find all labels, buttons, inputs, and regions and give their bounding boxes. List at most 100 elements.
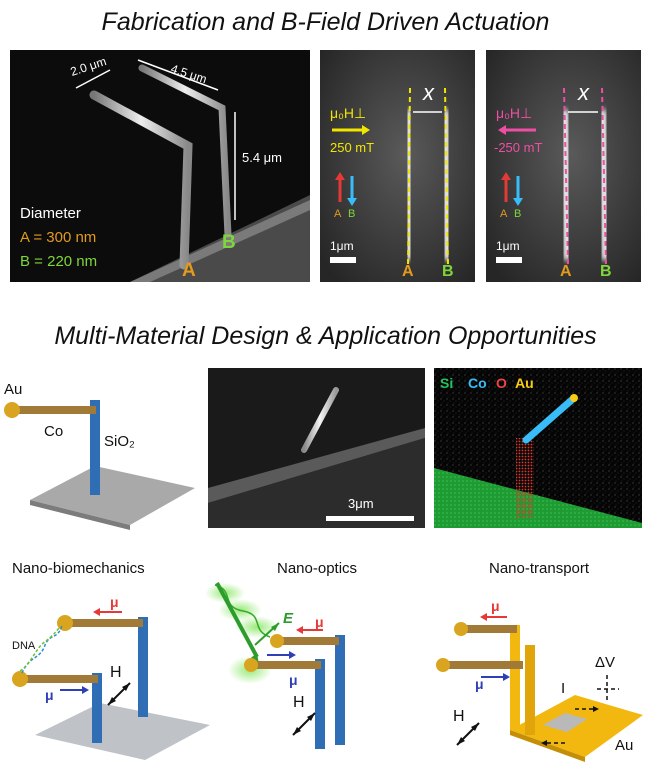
scale-label: 1μm: [330, 239, 354, 253]
si-region: [434, 468, 642, 528]
dash-line-a: [407, 87, 411, 266]
field-label: μ₀H⊥: [330, 105, 366, 121]
eds-legend-item: Co: [468, 375, 487, 391]
pillar-back: [335, 635, 345, 745]
field-label: μ₀H⊥: [496, 105, 532, 121]
app-title-optics: Nano-optics: [277, 560, 358, 577]
pillar-front: [92, 673, 102, 743]
au-region: [570, 394, 578, 402]
dash-line-b: [601, 87, 607, 266]
sio2-pillar: [90, 400, 100, 495]
nanostructure-b: [138, 64, 232, 239]
transport-diagram: μ μ H I ΔV Au: [436, 598, 643, 762]
label-b: B: [600, 263, 612, 280]
scale-label: 3μm: [348, 496, 374, 511]
arm-bottom: [20, 675, 98, 683]
x-label: x: [422, 80, 435, 105]
nanostructure-a: [89, 90, 193, 270]
sem-small-panel: 3μm: [208, 368, 425, 528]
au-tip: [4, 402, 20, 418]
eds-legend: Si Co O Au: [440, 375, 534, 391]
label-b: B: [222, 232, 236, 253]
au-electrode-plate: [510, 695, 643, 757]
dash-line-a: [563, 87, 569, 266]
dna-strand-1: [21, 624, 63, 674]
dim-height-label: 5.4 μm: [242, 150, 282, 165]
mu-top-label: μ: [491, 598, 500, 614]
e-label: E: [283, 610, 294, 627]
substrate-plate: [30, 466, 195, 525]
field-panel-positive: x μ₀H⊥ 250 mT A B 1μm A B: [320, 50, 475, 282]
title-fabrication: Fabrication and B-Field Driven Actuation: [101, 8, 550, 36]
pillar-back: [138, 617, 148, 717]
scale-bar: [496, 257, 522, 263]
au-sphere-top: [270, 634, 284, 648]
light-beam: [215, 582, 259, 658]
arrow-label-b: B: [348, 208, 355, 220]
arrow-label-a: A: [334, 208, 342, 220]
light-wave: [214, 584, 271, 638]
app-title-biomechanics: Nano-biomechanics: [12, 560, 145, 577]
label-a: A: [402, 263, 414, 280]
substrate: [130, 195, 310, 282]
app-title-transport: Nano-transport: [489, 560, 590, 577]
field-value: 250 mT: [330, 140, 374, 155]
dim-width-arrow: [75, 69, 111, 89]
eds-legend-item: Si: [440, 375, 453, 391]
pillar-front: [315, 659, 325, 749]
co-region: [522, 394, 578, 444]
dna-label: DNA: [12, 640, 36, 652]
biomechanics-diagram: DNA μ μ H: [12, 594, 210, 760]
mu-bottom-label: μ: [289, 672, 298, 688]
scale-label: 1μm: [496, 239, 520, 253]
arm-top: [65, 619, 143, 627]
au-label: Au: [615, 737, 633, 754]
dim-gap-arrow: [137, 59, 219, 91]
mu-bottom-label: μ: [475, 676, 484, 692]
eds-map-panel: Si Co O Au: [434, 368, 642, 528]
arm-top: [277, 637, 339, 645]
diameter-a: A = 300 nm: [20, 229, 96, 246]
au-sphere-top: [454, 622, 468, 636]
diameter-title: Diameter: [20, 205, 81, 222]
arm-bottom: [251, 661, 321, 669]
optics-diagram: E μ μ H: [205, 582, 345, 749]
au-sphere-bottom: [12, 671, 28, 687]
eds-legend-item: O: [496, 375, 507, 391]
co-label: Co: [44, 423, 63, 440]
sample-region: [543, 713, 587, 732]
voltage-label: ΔV: [595, 654, 615, 671]
mu-bottom-label: μ: [45, 687, 54, 703]
o-region: [516, 438, 534, 518]
x-label: x: [577, 80, 590, 105]
scale-bar: [330, 257, 356, 263]
scale-bar: [326, 516, 414, 521]
diameter-b: B = 220 nm: [20, 253, 97, 270]
h-label: H: [293, 694, 305, 711]
h-label: H: [110, 664, 122, 681]
mu-top-label: μ: [110, 594, 119, 610]
label-a: A: [560, 263, 572, 280]
au-sphere-bottom: [244, 658, 258, 672]
electrode-lead-1: [510, 625, 520, 730]
h-label: H: [453, 708, 465, 725]
au-sphere-bottom: [436, 658, 450, 672]
substrate-plate: [35, 703, 210, 760]
label-a: A: [182, 260, 196, 281]
arm-bottom: [443, 661, 523, 669]
electrode-lead-2: [525, 645, 535, 735]
current-label: I: [561, 680, 565, 697]
au-sphere-top: [57, 615, 73, 631]
field-panel-negative: x μ₀H⊥ -250 mT A B 1μm A B: [486, 50, 641, 282]
arm-top: [461, 625, 517, 633]
co-segment: [12, 406, 96, 414]
sio2-label: SiO₂: [104, 433, 135, 450]
dna-strand-2: [19, 626, 61, 672]
eds-legend-item: Au: [515, 375, 534, 391]
title-multi-material: Multi-Material Design & Application Oppo…: [54, 322, 597, 350]
label-b: B: [442, 263, 454, 280]
mu-top-label: μ: [315, 614, 324, 630]
field-value: -250 mT: [494, 140, 542, 155]
dash-line-b: [444, 87, 449, 266]
nanostructure-arm: [301, 387, 339, 453]
